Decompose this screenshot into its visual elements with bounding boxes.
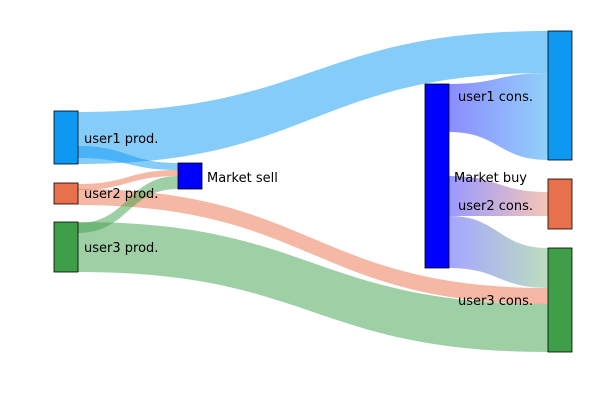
link-market-buy-to-user1-cons	[449, 73, 548, 160]
label-user2-cons: user2 cons.	[458, 199, 533, 214]
label-market-buy: Market buy	[454, 171, 527, 186]
node-user1-cons	[547, 30, 573, 161]
link-user2-prod-to-market-sell	[78, 170, 178, 190]
link-user1-prod-to-market-sell	[78, 146, 178, 170]
link-market-buy-to-user3-cons	[449, 216, 548, 288]
node-user3-cons	[547, 247, 573, 353]
label-user1-prod: user1 prod.	[84, 132, 158, 147]
sankey-labels: user1 prod. user2 prod. user3 prod. Market …	[84, 90, 533, 309]
label-market-sell: Market sell	[207, 171, 278, 186]
label-user3-cons: user3 cons.	[458, 294, 533, 309]
label-user3-prod: user3 prod.	[84, 241, 158, 256]
node-user1-prod	[53, 110, 79, 165]
label-user1-cons: user1 cons.	[458, 90, 533, 105]
link-user3-prod-to-user3-cons	[78, 222, 548, 352]
link-user2-prod-to-user3-cons	[78, 189, 548, 304]
node-user2-prod	[53, 182, 79, 205]
node-user2-cons	[547, 178, 573, 230]
sankey-nodes	[53, 30, 573, 353]
label-user2-prod: user2 prod.	[84, 187, 158, 202]
sankey-links	[78, 31, 548, 352]
link-market-buy-to-user2-cons	[449, 176, 548, 216]
link-user1-prod-to-user1-cons	[78, 31, 548, 164]
node-market-buy	[424, 83, 450, 269]
link-user3-prod-to-market-sell	[78, 176, 178, 233]
node-market-sell	[177, 162, 203, 190]
node-user3-prod	[53, 221, 79, 273]
